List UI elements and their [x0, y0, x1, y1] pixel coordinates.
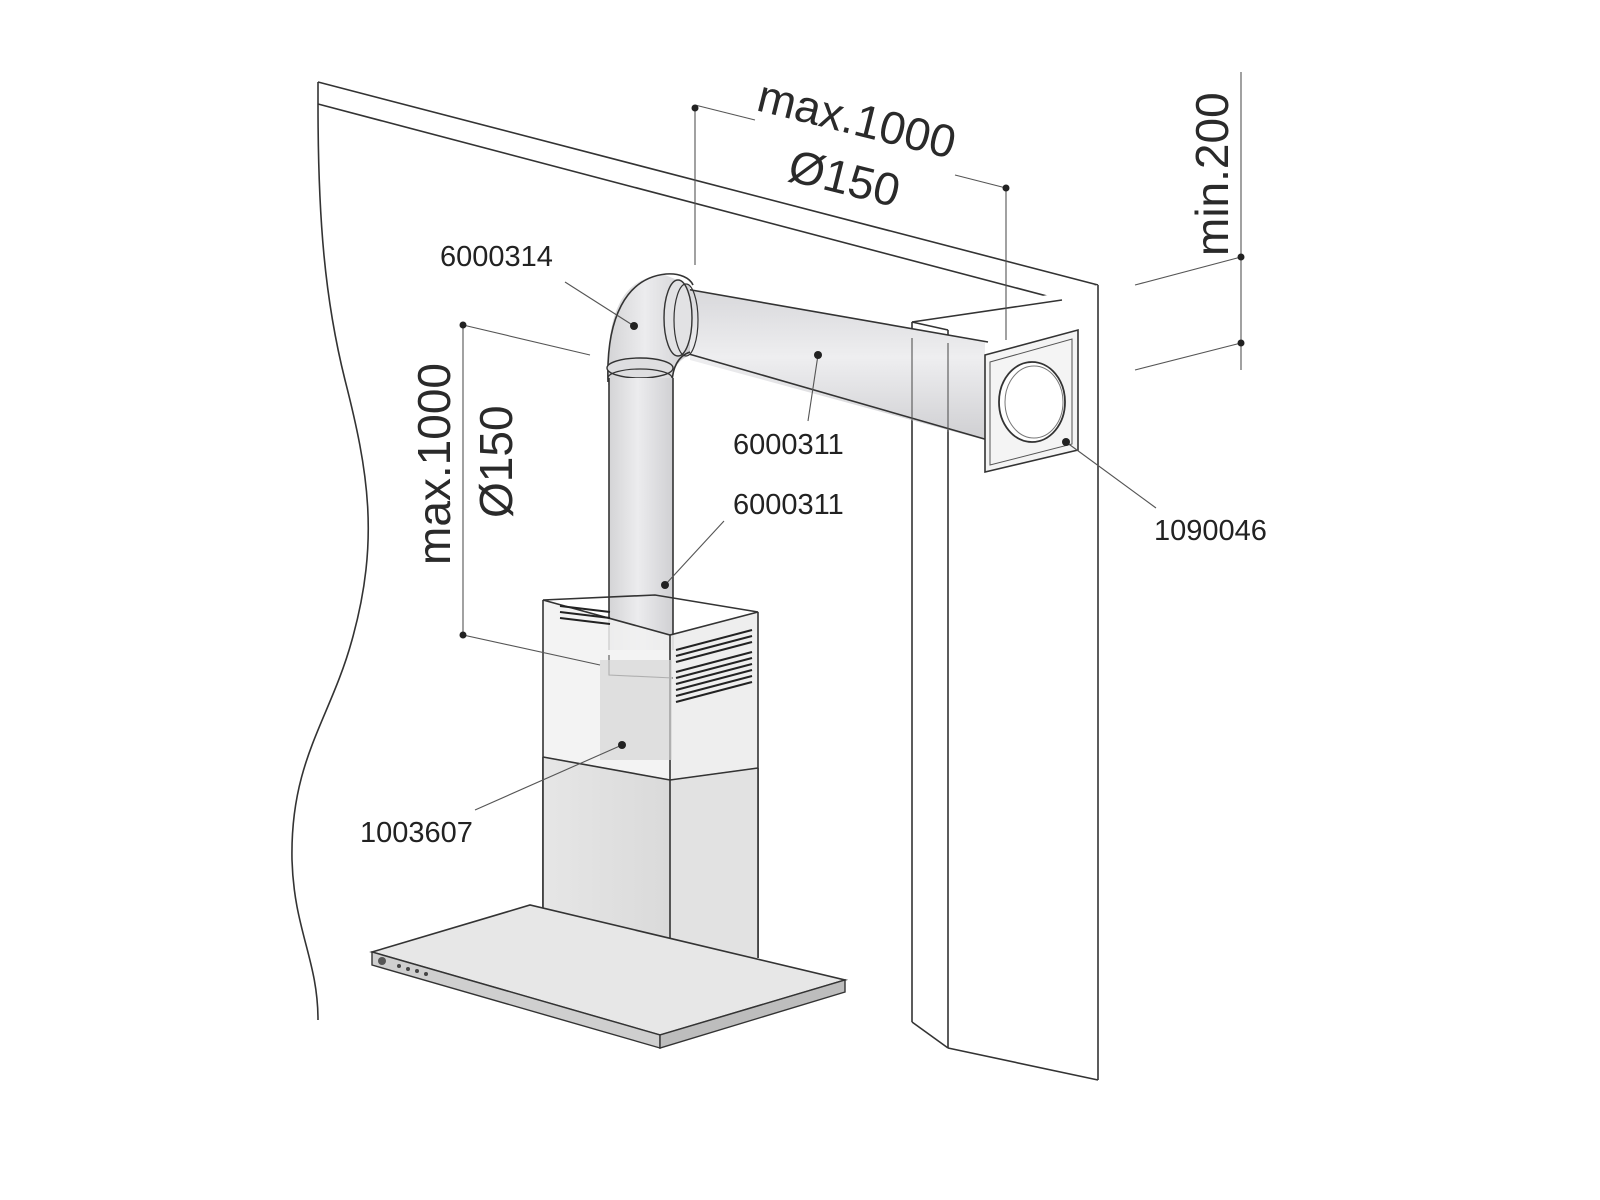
dimension-lines	[459, 72, 1245, 666]
dim-vertical-diameter: Ø150	[470, 405, 522, 518]
label-wall-box: 1090046	[1154, 515, 1267, 547]
leader-lines	[474, 281, 1157, 811]
dim-ceiling-clearance: min.200	[1186, 92, 1238, 256]
label-vertical-pipe: 6000311	[733, 489, 844, 521]
vertical-pipe	[608, 378, 674, 650]
label-hood: 1003607	[360, 817, 473, 849]
wall-box	[984, 328, 1079, 474]
vent-grille	[559, 605, 753, 703]
duct-bend	[606, 273, 699, 388]
label-bend: 6000314	[440, 241, 553, 273]
wall	[911, 285, 1099, 1081]
chimney-upper	[542, 594, 759, 985]
room-outline	[291, 81, 1099, 1021]
dim-vertical-length: max.1000	[408, 363, 460, 565]
horizontal-pipe	[674, 287, 989, 441]
hood-canopy	[369, 904, 849, 1049]
label-horizontal-pipe: 6000311	[733, 429, 844, 461]
power-button-icon	[378, 957, 386, 965]
